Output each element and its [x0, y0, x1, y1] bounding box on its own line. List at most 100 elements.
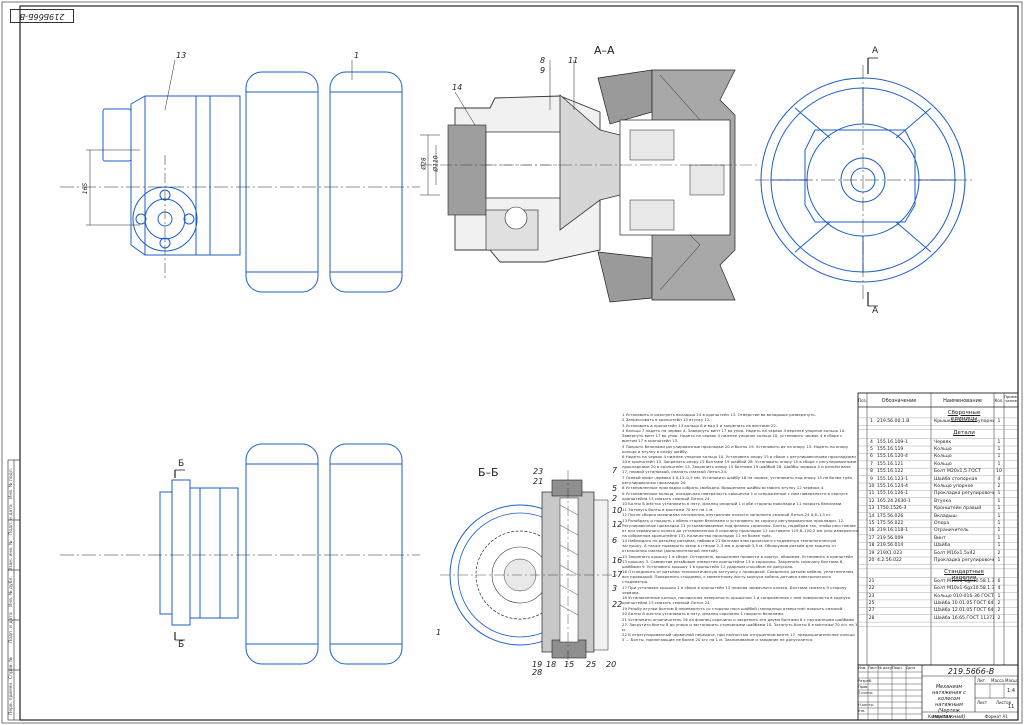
spec-cell-des: 1750.1526-3 [877, 506, 907, 512]
spec-cell-pos: 10 [868, 484, 875, 489]
spec-cell-qty: 1 [997, 491, 1001, 497]
spec-cell-qty: 1 [997, 498, 1001, 504]
dimension-label: 165 [82, 182, 90, 195]
callout-label: 2 [612, 494, 618, 503]
spec-cell-name: Червяк [934, 439, 952, 445]
callout-label: 3 [612, 584, 618, 593]
callout-label: 6 [612, 536, 618, 545]
spec-cell-name: Болт М10х1-6gх10.58.1.35.ГОСТ [934, 586, 994, 592]
spec-row-lines [858, 417, 1018, 627]
view-bottom-left-lines [60, 469, 420, 641]
section-aa-mark-bottom: А [872, 306, 879, 316]
spec-cell-name: Шайба 12.01.05 ГОСТ 6402-70 [934, 608, 994, 614]
title-block-role: Утв. [858, 709, 866, 713]
note-item: 4 Кольцо 7 надеть на червяк 4. Завернуть… [622, 428, 846, 444]
spec-cell-des: 155.16.122 [877, 469, 904, 475]
technical-requirements: 1 Установить и разогреть вкладыш 14 в кр… [622, 412, 858, 712]
spec-col-note: Приме-чание [1004, 395, 1018, 404]
section-bb [440, 470, 620, 665]
note-item: 5 Покрыть белилами регулировочные прокла… [622, 443, 849, 454]
spec-cell-pos: 14 [868, 513, 875, 519]
note-item: 11 Затянуть болты в монтажи 70 кгс на 1 … [622, 506, 714, 512]
spec-cell-name: Шайба 16.65.ГОСТ 11371-78 [934, 615, 994, 621]
spec-cell-name: Шайба [934, 543, 951, 549]
callout-label: 10 [612, 506, 623, 515]
title-block-data: Дата [906, 666, 916, 670]
view-bottom-left [159, 443, 403, 665]
note-item: 22 В отрегулированный червячной передаче… [622, 632, 855, 643]
callout-label: 17 [612, 570, 623, 579]
spec-cell-qty: 1 [997, 447, 1001, 452]
spec-cell-name: Кольцо [934, 461, 952, 467]
view-top-left-lines [60, 59, 420, 280]
spec-cell-des: 155.16.123-1 [877, 476, 908, 482]
callout-label: 1 [354, 51, 360, 60]
section-aa-title: А–А [594, 44, 615, 57]
spec-cell-des: 175.56.026 [877, 513, 904, 519]
spec-cell-qty: 6 [997, 578, 1001, 584]
spec-cell-name: Болт М20х1,5 ГОСТ [934, 469, 981, 475]
spec-cell-pos: 21 [868, 578, 875, 584]
spec-col-qty: Кол. [994, 398, 1004, 403]
spec-cell-des: 219.56.009 [877, 535, 904, 541]
spec-cell-name: Крышка с кольцо-упорным ободом [934, 418, 994, 424]
spec-cell-qty: 2 [997, 615, 1001, 621]
spec-cell-name: Втулка [934, 498, 952, 504]
spec-section-title: Стандартные изделия [944, 569, 984, 582]
spec-cell-pos: 28 [868, 615, 875, 621]
spec-cell-qty: 1 [997, 454, 1001, 460]
title-block-ndoc: № докум. [878, 666, 892, 670]
spec-cell-name: Кольцо [934, 447, 952, 452]
spec-cell-qty: 1 [997, 418, 1001, 424]
spec-cell-name: Прокладка регулировочная [934, 491, 994, 497]
note-item: 13 Разобрать и покрыть с обеих сторон бе… [622, 517, 858, 538]
spec-cell-qty: 1 [997, 535, 1001, 541]
callout-label: 28 [532, 668, 543, 677]
spec-cell-qty: 1 [997, 543, 1001, 549]
spec-cell-name: Прокладка регулировочная [934, 558, 994, 563]
spec-row: 28 Шайба 16.65.ГОСТ 11371-782 [868, 615, 1018, 622]
title-block-role: Н.контр. [858, 703, 875, 707]
spec-cell-pos: 15 [868, 521, 875, 526]
spec-cell-qty: 2 [997, 600, 1001, 606]
spec-cell-des: 219Х1.023 [877, 550, 903, 556]
note-item: 21 Установить ограничитель 16 на фланец … [622, 616, 858, 632]
title-block-sheets-label: Листов [996, 700, 1011, 705]
spec-cell-qty: 1 [997, 461, 1001, 467]
spec-cell-name: Шайба стопорная [934, 476, 978, 482]
note-item: 8 Установленные прокладки собрать свобод… [622, 485, 825, 491]
spec-cell-pos: 13 [868, 506, 875, 512]
callout-label: 18 [546, 660, 557, 669]
note-item: 19 Резьбу втулки болтом 8 перевёрнуть со… [622, 605, 844, 611]
spec-cell-des: 155.16.120-4 [877, 454, 908, 460]
spec-cell-name: Кольцо [934, 454, 952, 460]
spec-section-title: Сборочные единицы [947, 409, 981, 422]
title-block-lit: Лит. [977, 678, 987, 683]
spec-cell-pos: 19 [868, 550, 875, 556]
title-block-role: Т.контр. [858, 691, 874, 695]
spec-cell-name: Болт М10х1-6gх10.58.1.35.ГОСТ [934, 578, 994, 584]
left-margin-strip [7, 459, 21, 721]
spec-cell-des: 219.56.00.1.В [877, 418, 910, 424]
spec-cell-pos: 9 [870, 476, 873, 482]
spec-cell-pos: 4 [870, 439, 873, 445]
spec-cell-des: 219.56.014 [877, 543, 904, 549]
title-block-role: Пров. [858, 685, 869, 689]
spec-cell-name: Кольцо упорное [934, 484, 974, 489]
spec-cell-pos: 7 [870, 461, 873, 467]
spec-cell-des: 165.24.2630-1 [877, 498, 911, 504]
section-aa [420, 60, 760, 303]
spec-cell-qty: 1 [997, 558, 1001, 563]
